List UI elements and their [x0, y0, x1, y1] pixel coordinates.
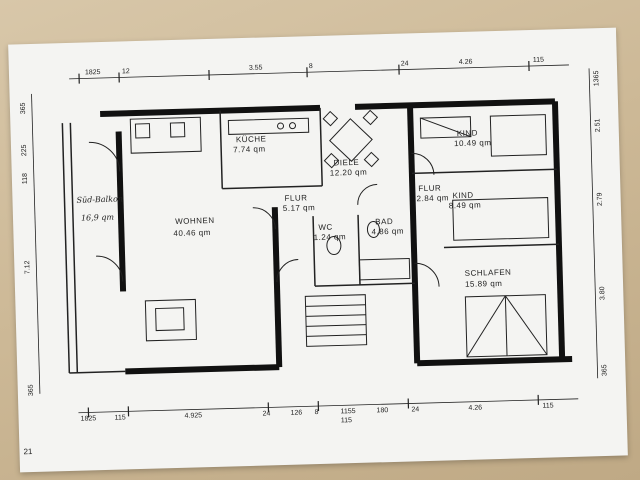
room-wc-area: 1.24 qm [313, 232, 347, 243]
room-kind1-name: KIND [456, 128, 479, 139]
dim-bottom-7: 1155 [340, 408, 356, 416]
room-diele-name: DIELE [333, 157, 360, 168]
dim-bottom-9: 180 [376, 407, 389, 415]
room-wohnen-name: WOHNEN [175, 215, 215, 226]
dim-top-3: 3.55 [248, 64, 263, 72]
room-schlafen-name: SCHLAFEN [464, 267, 512, 278]
floor-plan-drawing [31, 61, 599, 418]
dim-bottom-4: 24 [262, 410, 271, 418]
room-wc-name: WC [318, 222, 333, 232]
dim-top-5: 24 [400, 60, 409, 68]
dim-top-1: 1825 [84, 69, 101, 77]
dim-bottom-12: 115 [542, 402, 554, 410]
dim-left-4: 7.12 [24, 260, 32, 275]
room-kind2-area: 8.49 qm [448, 200, 482, 211]
dim-right-3: 2.79 [596, 192, 604, 207]
dim-bottom-2: 115 [114, 414, 126, 422]
dim-bottom-10: 24 [411, 406, 420, 414]
furniture [129, 109, 550, 358]
dim-top-2: 12 [121, 68, 130, 76]
dim-bottom-6: 8 [314, 409, 319, 417]
inner-walls [61, 107, 559, 374]
dim-bottom-5: 126 [290, 409, 303, 417]
dim-bottom-3: 4.925 [184, 412, 203, 420]
dim-bottom-11: 4.26 [468, 404, 483, 412]
room-kind2-name: KIND [452, 190, 474, 201]
dim-top-7: 115 [532, 56, 545, 64]
dimension-lines [31, 61, 599, 418]
dim-right-1: 1365 [593, 70, 601, 87]
dim-bottom-8: 115 [340, 417, 353, 425]
dim-left-3: 118 [21, 172, 30, 185]
page-number: 21 [23, 447, 33, 457]
room-flur2-area: 2.84 qm [416, 193, 450, 204]
balcony-area: 16,9 qm [80, 212, 115, 223]
room-bad-name: BAD [375, 216, 394, 227]
room-kueche-area: 7.74 qm [233, 144, 266, 155]
room-flur2-name: FLUR [418, 183, 442, 194]
dim-left-1: 365 [19, 102, 28, 115]
dim-right-5: 365 [601, 364, 609, 377]
room-wohnen-area: 40.46 qm [173, 227, 211, 239]
floor-plan-sheet: KÜCHE 7.74 qm DIELE 12.20 qm KIND 10.49 … [8, 27, 628, 473]
room-diele-area: 12.20 qm [329, 167, 368, 178]
dim-bottom-1: 1825 [80, 415, 97, 423]
room-flur1-area: 5.17 qm [282, 203, 316, 213]
dim-right-4: 3.80 [599, 286, 607, 301]
dim-left-2: 225 [20, 144, 29, 157]
door-swings [88, 141, 440, 287]
dim-top-6: 4.26 [458, 58, 473, 66]
room-kueche-name: KÜCHE [235, 134, 267, 145]
room-flur1-name: FLUR [284, 193, 308, 203]
room-bad-area: 4.86 qm [371, 226, 405, 237]
dim-top-4: 8 [308, 63, 313, 71]
dim-right-2: 2.51 [594, 118, 602, 133]
balcony-name: Süd-Balkon [76, 194, 124, 205]
dim-left-5: 365 [27, 384, 35, 397]
room-schlafen-area: 15.89 qm [464, 278, 503, 289]
walls [100, 98, 573, 375]
room-kind1-area: 10.49 qm [453, 138, 492, 149]
